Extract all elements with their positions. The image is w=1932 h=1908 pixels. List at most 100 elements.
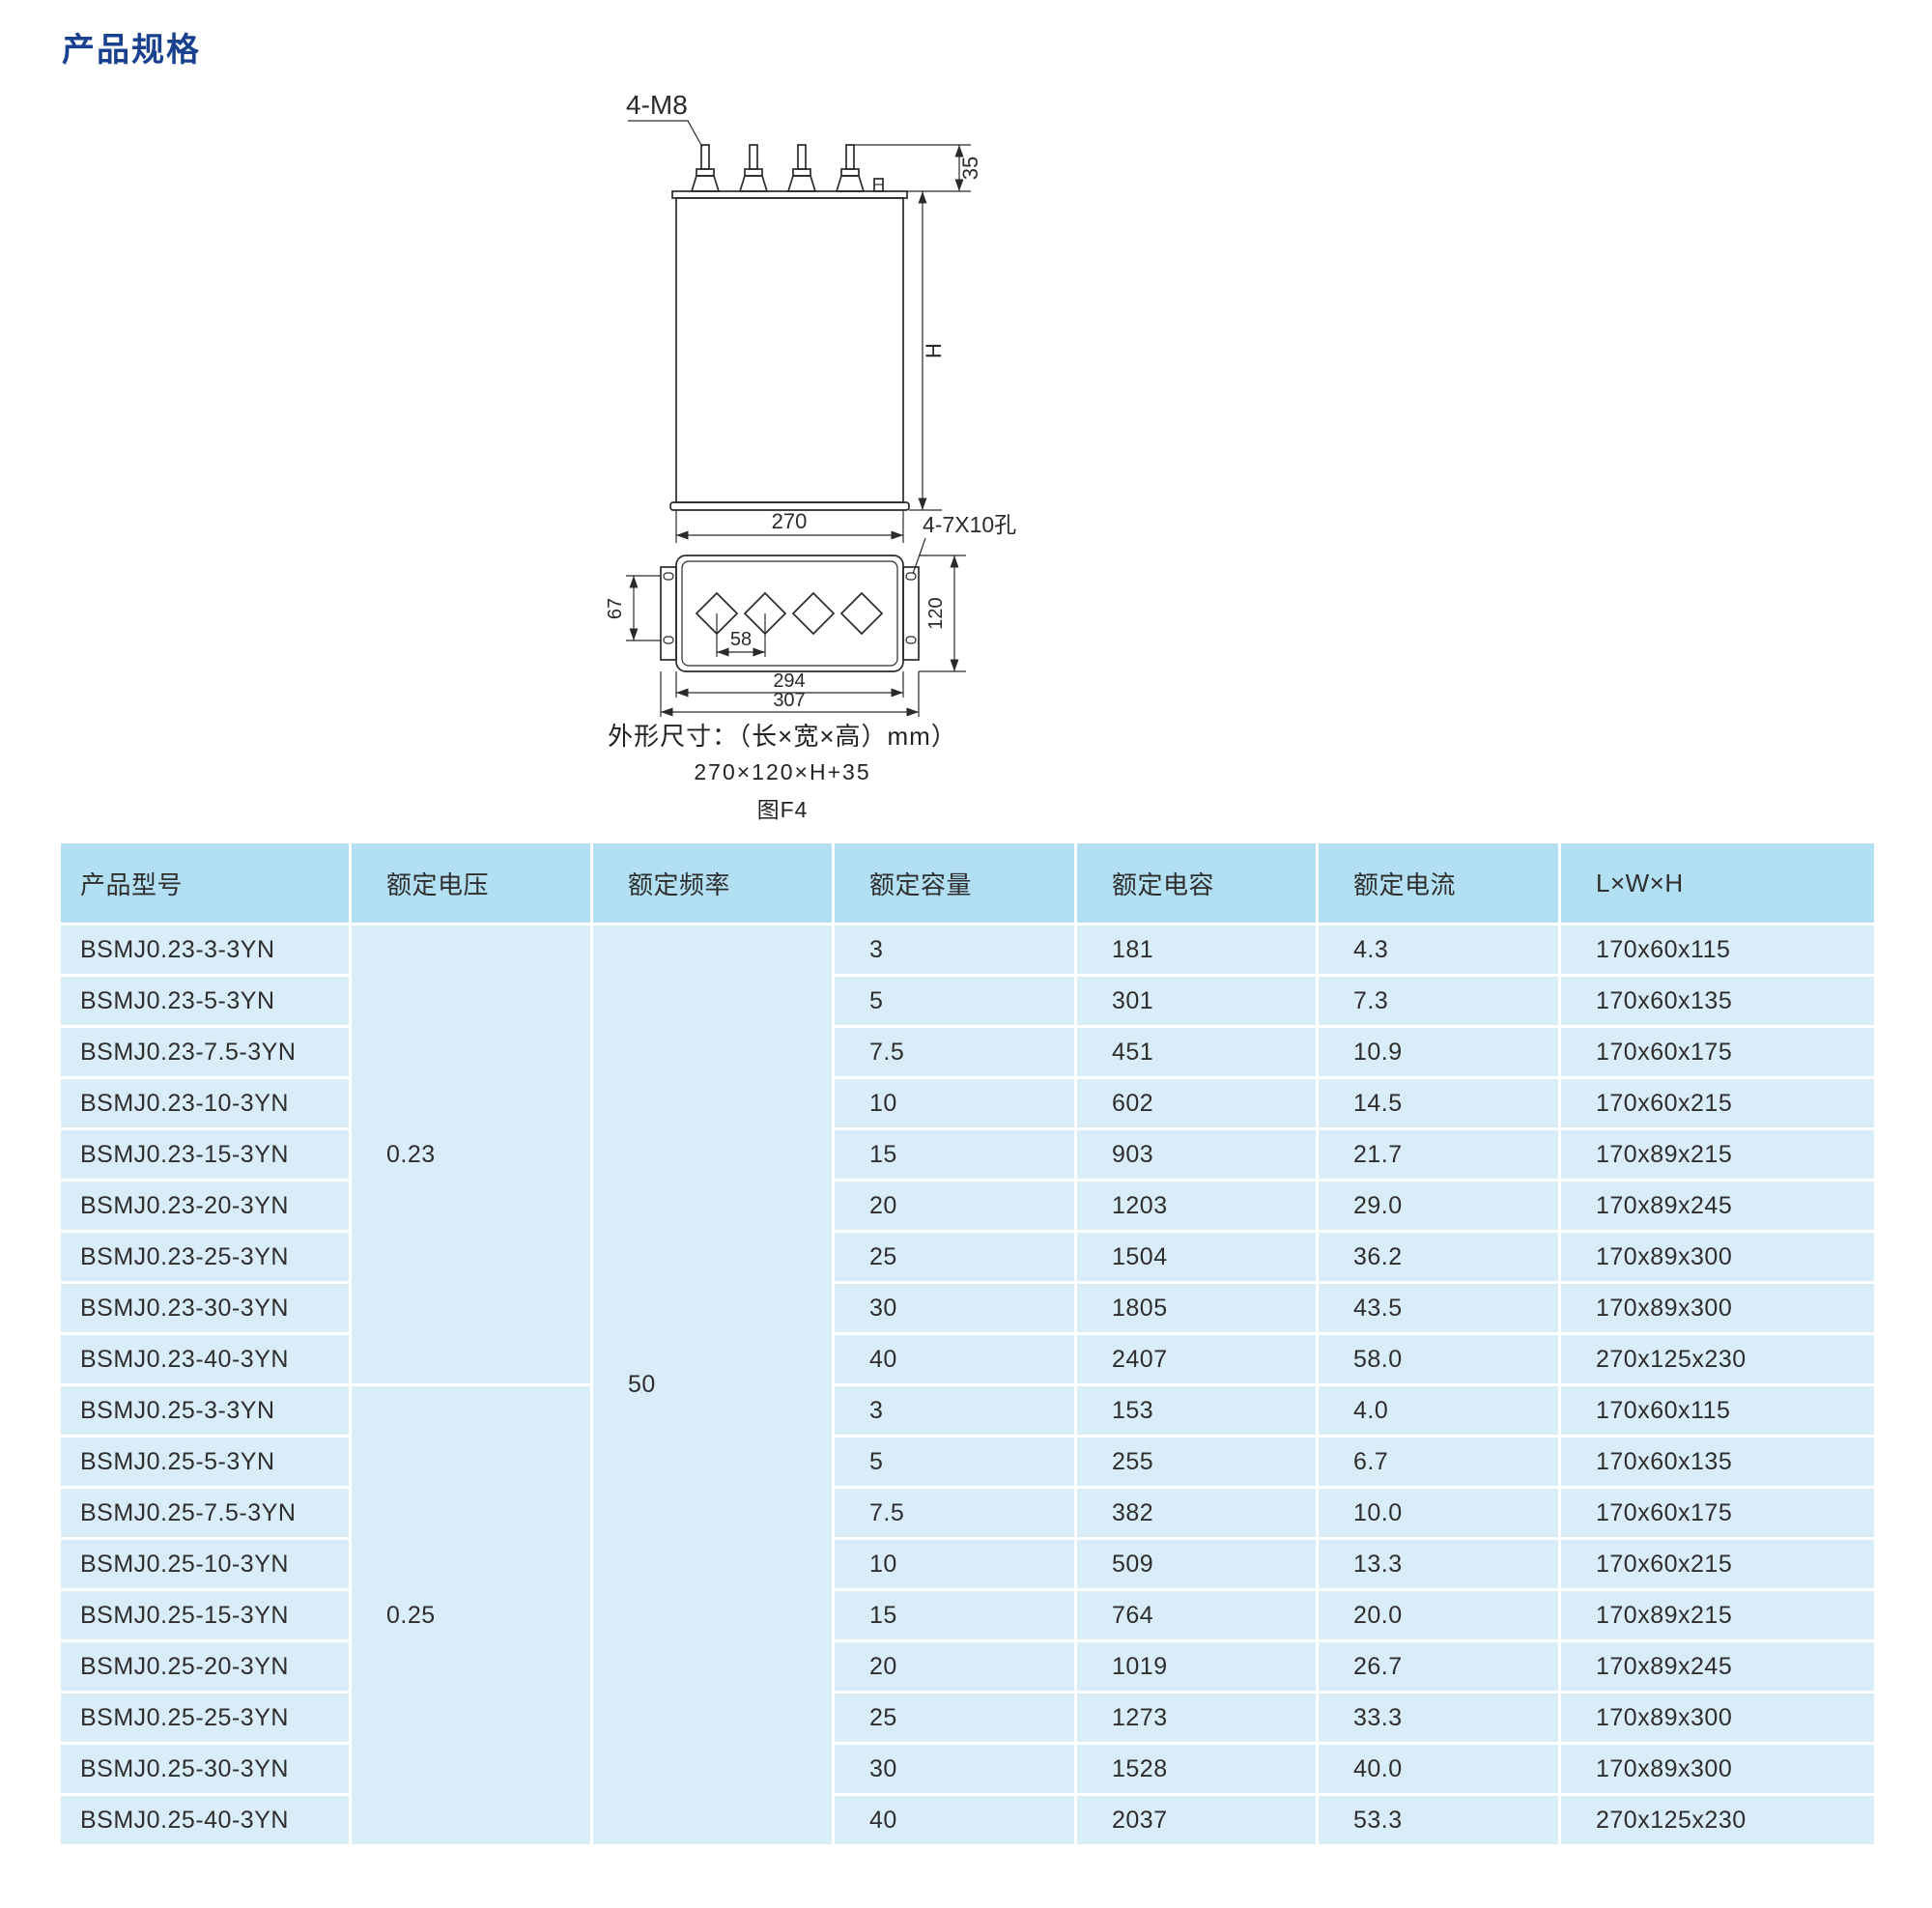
caption-figure-number: 图F4 <box>756 797 809 822</box>
dim-bracket-pitch-label: 67 <box>605 598 626 619</box>
model-cell: BSMJ0.25-7.5-3YN <box>58 1486 352 1540</box>
model-cell: BSMJ0.23-20-3YN <box>58 1179 352 1233</box>
dimension-270: 270 <box>675 509 904 543</box>
capacity-cell: 25 <box>832 1691 1077 1745</box>
current-cell: 13.3 <box>1316 1537 1561 1591</box>
lwh-cell: 170x60x115 <box>1558 923 1877 977</box>
dim-width-label: 270 <box>772 509 808 533</box>
table-row: BSMJ0.23-3-3YN 0.23 50 3 181 4.3 170x60x… <box>58 923 1877 1847</box>
capacitance-cell: 153 <box>1074 1383 1319 1438</box>
lwh-cell: 170x89x300 <box>1558 1742 1877 1796</box>
table-row: BSMJ0.25-40-3YN 40 2037 53.3 270x125x230 <box>58 1793 1877 1847</box>
current-cell: 43.5 <box>1316 1281 1561 1335</box>
model-cell: BSMJ0.25-30-3YN <box>58 1742 352 1796</box>
dim-top-label: 35 <box>958 157 982 180</box>
capacitance-cell: 509 <box>1074 1537 1319 1591</box>
capacitance-cell: 2037 <box>1074 1793 1319 1847</box>
table-row: BSMJ0.23-25-3YN 25 1504 36.2 170x89x300 <box>58 1230 1877 1284</box>
current-cell: 58.0 <box>1316 1332 1561 1386</box>
model-cell: BSMJ0.23-25-3YN <box>58 1230 352 1284</box>
spec-table: 产品型号 额定电压 额定频率 额定容量 额定电容 额定电流 L×W×H BSMJ… <box>58 840 1877 1847</box>
lwh-cell: 170x89x215 <box>1558 1127 1877 1182</box>
mounting-bracket <box>660 566 677 661</box>
model-cell: BSMJ0.23-40-3YN <box>58 1332 352 1386</box>
current-cell: 10.0 <box>1316 1486 1561 1540</box>
mounting-slot-icon <box>663 572 674 581</box>
case-body <box>675 197 904 503</box>
capacity-cell: 20 <box>832 1179 1077 1233</box>
capacity-cell: 40 <box>832 1332 1077 1386</box>
table-row: BSMJ0.23-30-3YN 30 1805 43.5 170x89x300 <box>58 1281 1877 1335</box>
dim-overall-label: 307 <box>773 690 805 711</box>
caption-dimension-title: 外形尺寸：（长×宽×高）mm） <box>608 722 957 751</box>
lwh-cell: 170x89x245 <box>1558 1179 1877 1233</box>
header-capacitance: 额定电容 <box>1074 840 1319 926</box>
table-row: BSMJ0.25-3-3YN 0.25 3 153 4.0 170x60x115 <box>58 1383 1877 1847</box>
mounting-bracket <box>902 566 920 661</box>
dimension-67: 67 <box>605 575 661 641</box>
lwh-cell: 170x60x175 <box>1558 1486 1877 1540</box>
terminal-bolt-icon <box>786 144 817 192</box>
model-cell: BSMJ0.25-20-3YN <box>58 1639 352 1694</box>
header-current: 额定电流 <box>1316 840 1561 926</box>
voltage-merged-cell: 0.25 <box>349 1383 593 1847</box>
current-cell: 6.7 <box>1316 1435 1561 1489</box>
dimension-307: 307 <box>660 671 920 717</box>
lwh-cell: 170x60x215 <box>1558 1076 1877 1130</box>
mounting-slot-icon <box>663 636 674 644</box>
table-row: BSMJ0.25-25-3YN 25 1273 33.3 170x89x300 <box>58 1691 1877 1745</box>
current-cell: 21.7 <box>1316 1127 1561 1182</box>
current-cell: 4.0 <box>1316 1383 1561 1438</box>
case-top-plate <box>671 190 908 199</box>
case-inner-outline <box>681 560 898 667</box>
capacity-cell: 20 <box>832 1639 1077 1694</box>
capacity-cell: 7.5 <box>832 1025 1077 1079</box>
header-frequency: 额定频率 <box>590 840 835 926</box>
current-cell: 14.5 <box>1316 1076 1561 1130</box>
capacitance-cell: 1273 <box>1074 1691 1319 1745</box>
lwh-cell: 170x60x215 <box>1558 1537 1877 1591</box>
current-cell: 20.0 <box>1316 1588 1561 1642</box>
model-cell: BSMJ0.23-5-3YN <box>58 974 352 1028</box>
capacitance-cell: 1203 <box>1074 1179 1319 1233</box>
capacitance-cell: 382 <box>1074 1486 1319 1540</box>
model-cell: BSMJ0.23-15-3YN <box>58 1127 352 1182</box>
capacitance-cell: 301 <box>1074 974 1319 1028</box>
lwh-cell: 270x125x230 <box>1558 1332 1877 1386</box>
capacity-cell: 30 <box>832 1742 1077 1796</box>
model-cell: BSMJ0.25-25-3YN <box>58 1691 352 1745</box>
frequency-merged-cell: 50 <box>590 923 835 1847</box>
capacitance-cell: 451 <box>1074 1025 1319 1079</box>
table-row: BSMJ0.23-40-3YN 40 2407 58.0 270x125x230 <box>58 1332 1877 1386</box>
capacitance-cell: 255 <box>1074 1435 1319 1489</box>
table-row: BSMJ0.23-7.5-3YN 7.5 451 10.9 170x60x175 <box>58 1025 1877 1079</box>
mounting-slot-icon <box>905 636 917 644</box>
current-cell: 10.9 <box>1316 1025 1561 1079</box>
table-row: BSMJ0.23-5-3YN 5 301 7.3 170x60x135 <box>58 974 1877 1028</box>
model-cell: BSMJ0.25-3-3YN <box>58 1383 352 1438</box>
terminal-bolt-icon <box>738 144 769 192</box>
dimension-294: 294 <box>675 670 904 698</box>
capacity-cell: 3 <box>832 923 1077 977</box>
dim-terminal-pitch-label: 58 <box>730 629 752 650</box>
caption-dimension-formula: 270×120×H+35 <box>694 759 871 784</box>
lwh-cell: 170x89x300 <box>1558 1691 1877 1745</box>
capacity-cell: 5 <box>832 974 1077 1028</box>
capacity-cell: 10 <box>832 1537 1077 1591</box>
model-cell: BSMJ0.25-5-3YN <box>58 1435 352 1489</box>
capacity-cell: 25 <box>832 1230 1077 1284</box>
table-header-row: 产品型号 额定电压 额定频率 额定容量 额定电容 额定电流 L×W×H <box>58 840 1877 926</box>
current-cell: 36.2 <box>1316 1230 1561 1284</box>
capacity-cell: 40 <box>832 1793 1077 1847</box>
table-row: BSMJ0.23-10-3YN 10 602 14.5 170x60x215 <box>58 1076 1877 1130</box>
lwh-cell: 170x89x245 <box>1558 1639 1877 1694</box>
capacity-cell: 15 <box>832 1588 1077 1642</box>
dim-height-label: H <box>922 343 946 358</box>
header-model: 产品型号 <box>58 840 352 926</box>
terminal-diamond-icon <box>791 591 836 636</box>
dimension-H: H <box>909 191 946 511</box>
terminal-bolt-icon <box>690 144 721 192</box>
case-outline <box>675 555 904 672</box>
capacitance-cell: 181 <box>1074 923 1319 977</box>
